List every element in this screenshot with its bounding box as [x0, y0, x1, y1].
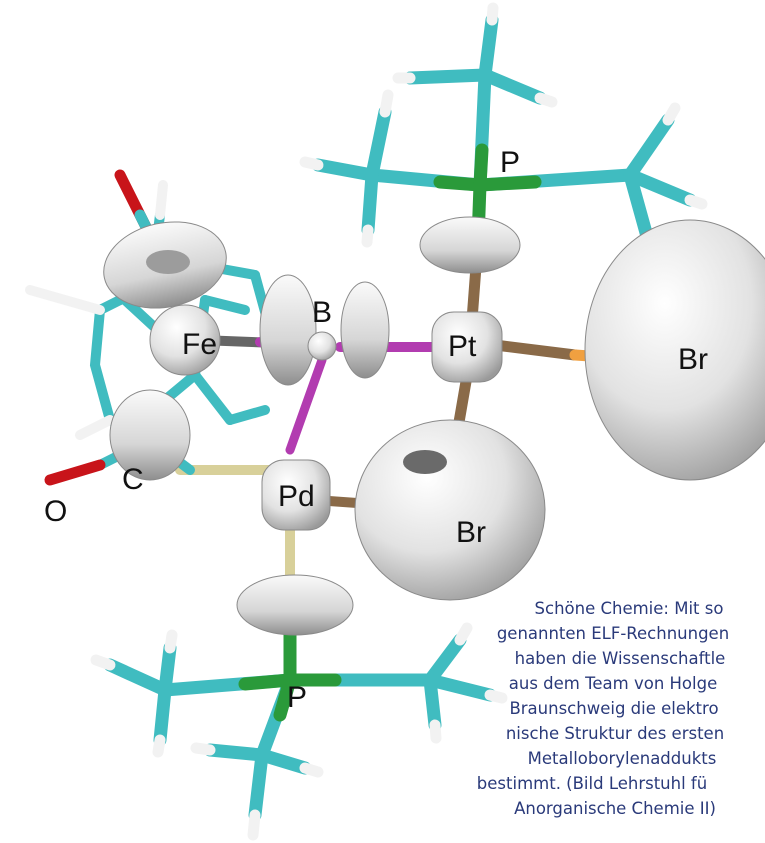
bond-network: [25, 2, 708, 841]
b-left-basin: [259, 274, 317, 386]
br-bottom-basin: [354, 419, 546, 601]
b-core: [307, 331, 337, 361]
caption-line: aus dem Team von Holge: [508, 674, 718, 693]
p-bottom-lone-pair: [236, 574, 354, 636]
atom-label-pt: Pt: [448, 330, 477, 363]
caption-line: genannten ELF-Rechnungen: [496, 624, 730, 643]
figure-caption: Schöne Chemie: Mit so genannten ELF-Rech…: [477, 596, 765, 821]
br-right-basin: [584, 219, 765, 481]
atom-label-pd: Pd: [278, 480, 315, 513]
caption-line: Anorganische Chemie II): [514, 799, 716, 818]
c-basin: [109, 389, 191, 481]
atom-label-br-right: Br: [678, 343, 708, 376]
atom-label-o: O: [44, 495, 68, 528]
atom-label-fe: Fe: [182, 328, 218, 361]
pd-core: [261, 459, 331, 531]
elf-surfaces: [103, 216, 765, 636]
atom-label-p-bottom: P: [287, 681, 308, 714]
atom-label-br-bottom: Br: [456, 516, 486, 549]
caption-line: Schöne Chemie: Mit so: [534, 599, 724, 618]
caption-line: haben die Wissenschaftle: [514, 649, 726, 668]
caption-line: Braunschweig die elektro: [509, 699, 719, 718]
caption-line: bestimmt. (Bild Lehrstuhl fü: [476, 774, 708, 793]
atom-label-c: C: [122, 463, 144, 496]
atom-label-b: B: [312, 296, 333, 329]
p-top-lone-pair: [419, 216, 521, 274]
atom-label-p-top: P: [500, 146, 521, 179]
caption-line: nische Struktur des ersten: [505, 724, 725, 743]
pt-core: [431, 311, 503, 383]
b-right-basin: [340, 281, 390, 379]
fe-core: [149, 304, 221, 376]
caption-line: Metalloborylenaddukts: [527, 749, 717, 768]
